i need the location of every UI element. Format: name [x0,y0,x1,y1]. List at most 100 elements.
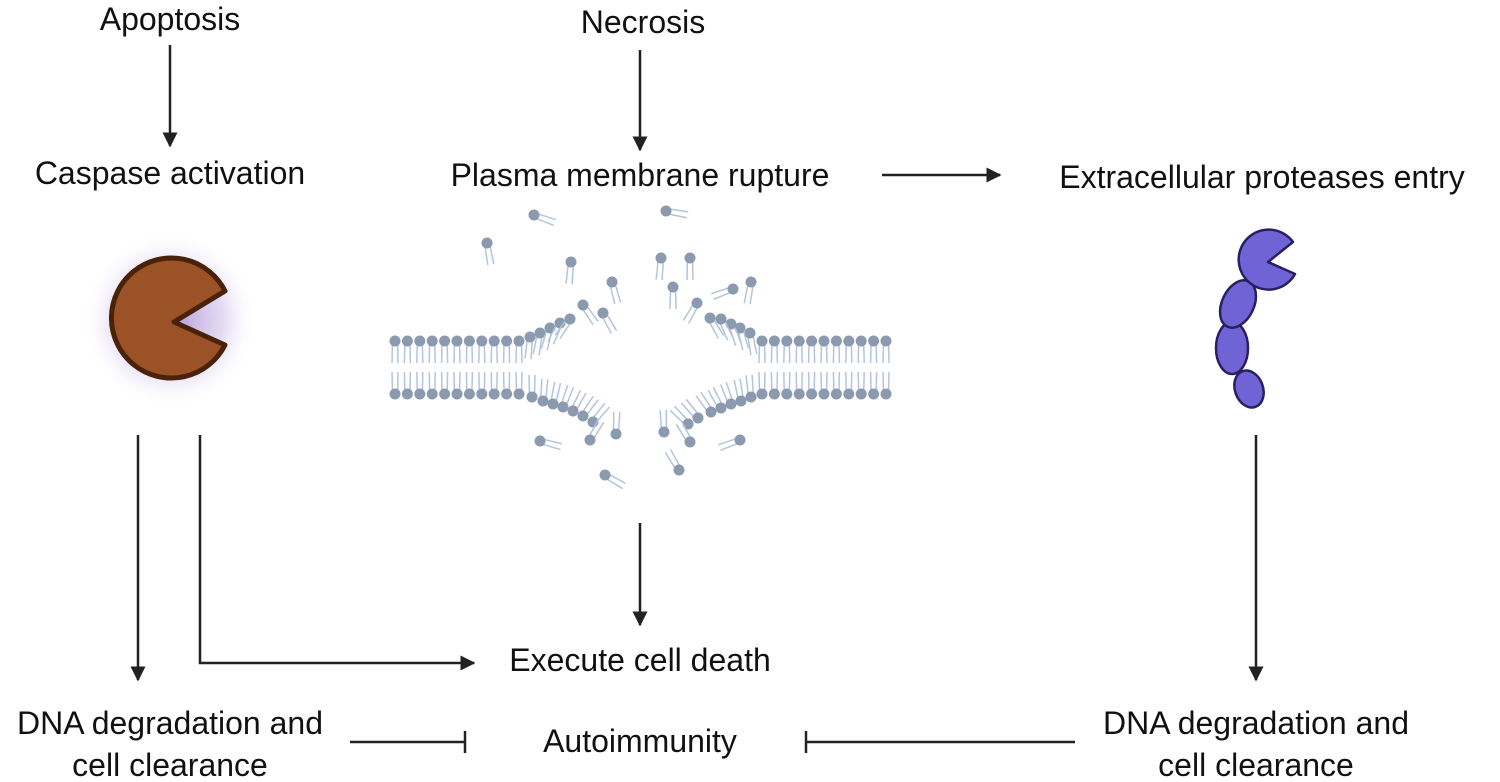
lipid [528,209,556,227]
lipid [806,371,818,400]
lipid [855,371,867,400]
lipid [534,435,563,451]
lipid [806,335,818,364]
lipid [768,371,780,400]
lipid [868,335,880,364]
lipid [880,335,892,364]
protease-enzyme-icon [1214,228,1297,409]
lipid [577,395,599,422]
lipid [389,335,401,364]
lipid [655,252,667,281]
lipid [768,335,780,364]
lipid [830,335,842,364]
lipid [451,371,463,400]
lipid [843,335,855,364]
lipid [719,382,737,410]
lipid [669,405,694,430]
execute-cell-death-label: Execute cell death [509,642,771,678]
lipid [476,371,488,400]
lipid [756,371,768,400]
lipid [664,449,685,476]
lipid [743,276,757,305]
lipid [488,335,500,364]
lipid [680,398,704,424]
lipid [658,409,670,438]
lipid [745,374,757,403]
lipid [401,335,413,364]
lipid [401,371,413,400]
lipid [868,371,880,400]
lipid [584,419,605,446]
dna-degradation-left-line2: cell clearance [72,747,268,782]
lipid [718,434,746,452]
lipid [513,371,525,400]
lipid [744,327,758,356]
lipid [501,335,513,364]
lipid [675,421,696,448]
necrosis-label: Necrosis [581,4,705,40]
inhibit-left [350,731,467,753]
lipid [463,335,475,364]
lipid [610,411,622,440]
lipid [684,252,696,281]
lipid [715,313,734,341]
lipid [577,299,599,326]
lipid [667,281,679,310]
lipid [524,331,536,360]
lipid [537,378,549,407]
lipid-bilayer-rupture-icon [389,205,892,490]
lipid [711,283,739,301]
lipid [682,297,703,324]
lipid [532,327,546,356]
lipid [599,469,626,490]
lipid [481,237,495,266]
extracellular-proteases-label: Extracellular proteases entry [1059,159,1465,195]
lipid [587,402,611,428]
lipid [793,335,805,364]
lipid [476,335,488,364]
lipid [567,389,587,417]
lipid [557,385,575,413]
lipid [389,371,401,400]
lipid [414,335,426,364]
lipid [463,371,475,400]
lipid [793,371,805,400]
plasma-membrane-rupture-label: Plasma membrane rupture [451,157,830,193]
dna-degradation-right-line1: DNA degradation and [1103,705,1409,741]
lipid [426,335,438,364]
lipid [660,205,689,219]
lipid [597,307,618,334]
caspase-pacman-icon [82,232,258,408]
lipid [781,371,793,400]
lipid [554,313,576,340]
lipid [818,371,830,400]
lipid [830,371,842,400]
inhibit-right [804,731,1075,753]
lipid [488,371,500,400]
dna-degradation-right-line2: cell clearance [1158,747,1354,782]
lipid [695,391,717,418]
autoimmunity-label: Autoimmunity [543,723,737,759]
lipid [451,335,463,364]
lipid [818,335,830,364]
lipid [756,335,768,364]
lipid [781,335,793,364]
lipid [526,374,538,403]
lipid [606,276,622,305]
lipid [704,312,725,339]
dna-degradation-left-line1: DNA degradation and [17,705,323,741]
lipid [513,335,525,364]
lipid [501,371,513,400]
apoptosis-label: Apoptosis [100,1,241,37]
lipid [880,371,892,400]
lipid [855,335,867,364]
lipid [565,256,577,285]
arrow-caspase-to-execute [198,435,476,671]
caspase-activation-label: Caspase activation [35,155,305,191]
lipid [439,371,451,400]
lipid [733,378,747,407]
lipid [426,371,438,400]
lipid [547,381,562,410]
lipid [439,335,451,364]
